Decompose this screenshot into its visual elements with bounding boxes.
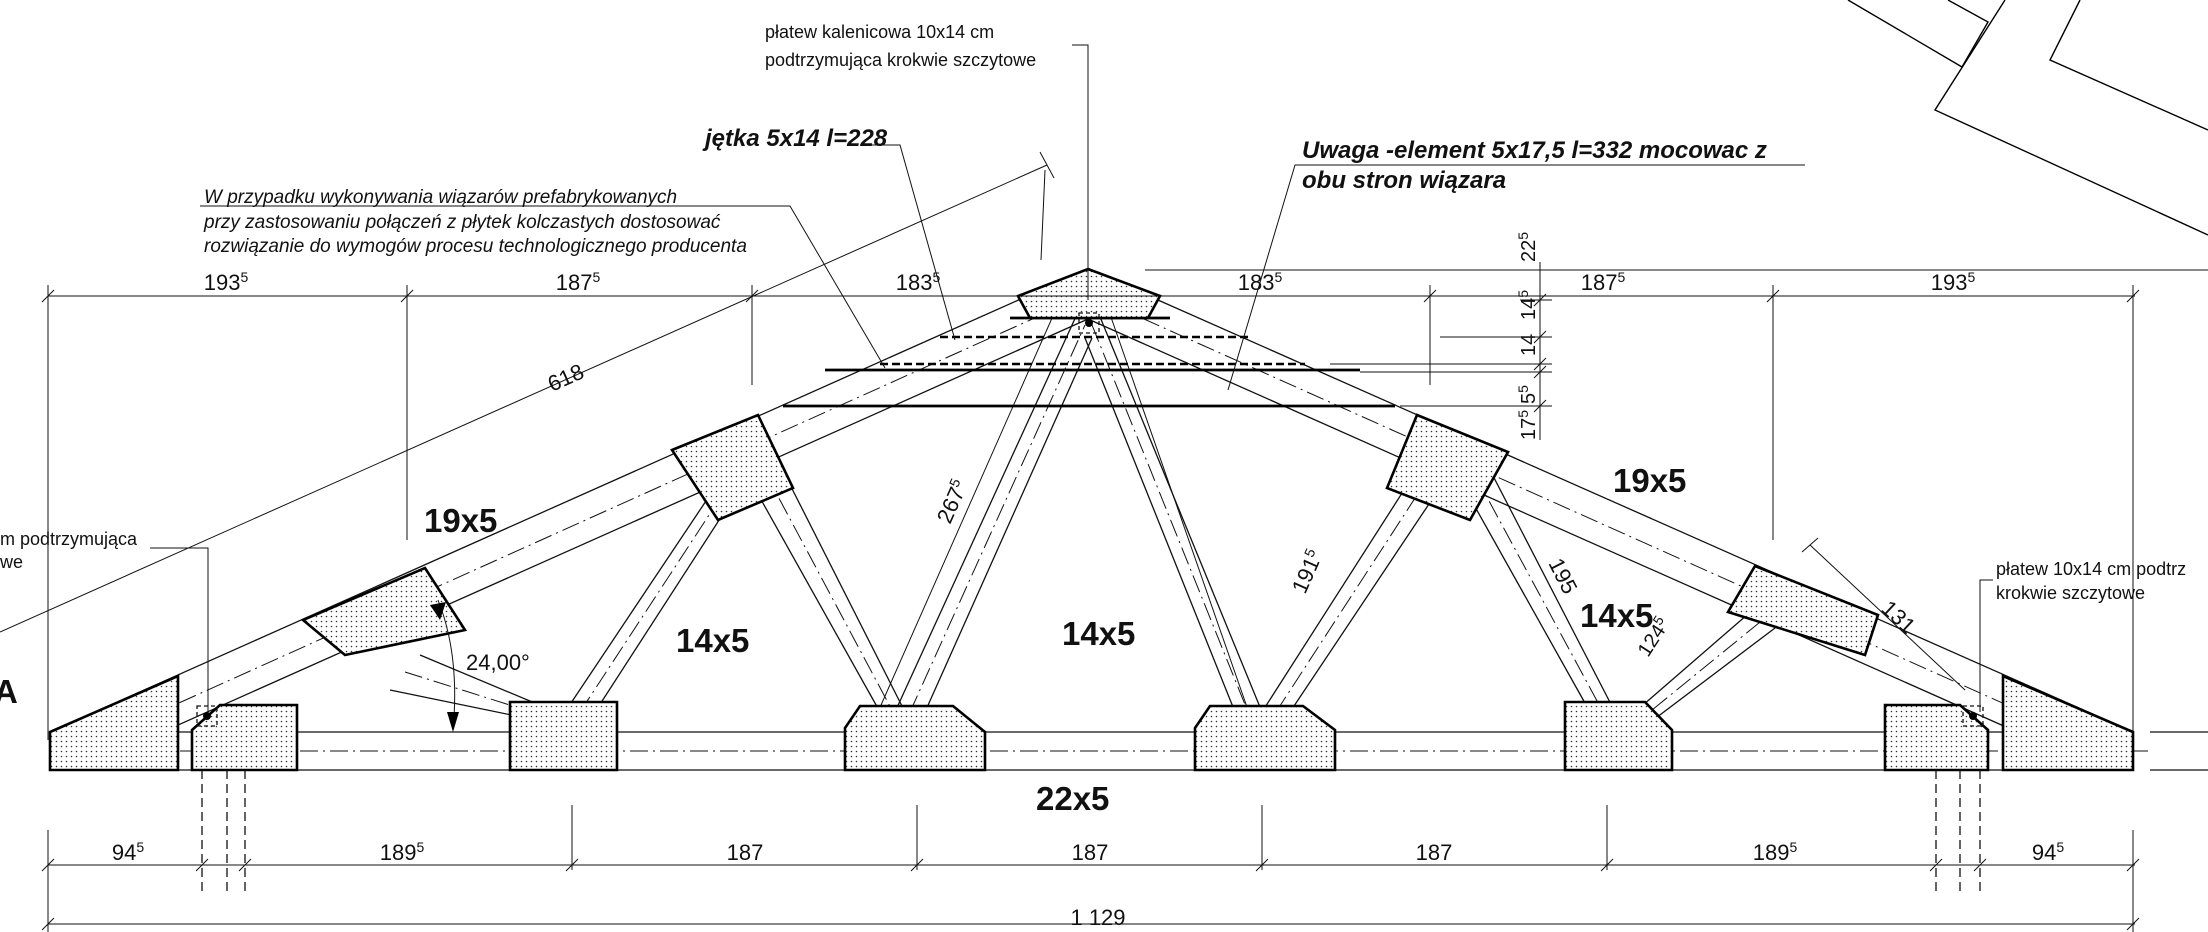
warning-note-2: obu stron wiązara [1302, 167, 1506, 194]
bottom-dim-5: 187 [1416, 840, 1453, 865]
total-length-label: 1 129 [1070, 905, 1125, 930]
plate-bottom-4 [1563, 700, 1674, 772]
bottom-chord [50, 731, 2208, 771]
plan-outline [1847, 0, 2208, 236]
rafter-length-label: 618 [544, 359, 588, 397]
plate-left-support [190, 703, 299, 772]
bottom-dim-1: 945 [112, 839, 144, 865]
plate-right-web-2 [1385, 413, 1510, 522]
collar-elements [783, 316, 1395, 408]
vertical-dim-4: 55 [1515, 385, 1540, 404]
plate-left-web-1 [300, 566, 468, 657]
plate-left-eave [48, 674, 180, 772]
plate-peak [1016, 267, 1162, 320]
top-dim-6: 1935 [1931, 269, 1976, 295]
vertical-dim-3: 14 [1518, 334, 1540, 356]
purlin-markers [196, 312, 1984, 727]
vertical-dim-1: 225 [1515, 232, 1540, 262]
plate-right-eave [2001, 674, 2135, 772]
right-purlin-note-1: płatew 10x14 cm podtrz [1996, 559, 2186, 579]
section-letter: A [0, 673, 18, 710]
plate-bottom-1 [508, 700, 619, 772]
collar-label: jętka 5x14 l=228 [702, 125, 888, 152]
annotations: płatew kalenicowa 10x14 cm podtrzymująca… [0, 22, 2186, 930]
top-dim-4: 1835 [1238, 269, 1283, 295]
vertical-dim-2: 145 [1515, 290, 1540, 320]
ridge-purlin-note-1: płatew kalenicowa 10x14 cm [765, 22, 994, 42]
ridge-purlin-note-2: podtrzymująca krokwie szczytowe [765, 50, 1036, 70]
member-web-right: 14x5 [1580, 597, 1653, 634]
top-dim-2: 1875 [556, 269, 601, 295]
prefab-note-3: rozwiązanie do wymogów procesu technolog… [204, 236, 747, 257]
web-length-right-short: 195 [1544, 554, 1583, 598]
left-purlin-note-1: m podtrzymująca [0, 529, 138, 549]
vertical-dim-5: 175 [1515, 410, 1540, 440]
angle-marker [430, 599, 459, 732]
eave-length-label: 131 [1877, 595, 1921, 638]
member-rafter-left: 19x5 [424, 502, 497, 539]
right-purlin-note-2: krokwie szczytowe [1996, 583, 2145, 603]
plate-right-web-1 [1726, 564, 1880, 657]
plate-bottom-2 [843, 704, 987, 772]
member-rafter-right: 19x5 [1613, 462, 1686, 499]
rafter-length-dimension [0, 151, 1055, 633]
rafter-right [1087, 268, 2134, 768]
support-lines [201, 770, 1981, 895]
bottom-dimension-labels: 945 1895 187 187 187 1895 945 [112, 839, 2064, 865]
plate-left-web-2 [670, 413, 795, 522]
top-dimension-line [41, 269, 2208, 740]
prefab-note-2: przy zastosowaniu połączeń z płytek kolc… [203, 212, 721, 233]
warning-note-1: Uwaga -element 5x17,5 l=332 mocowac z [1302, 137, 1767, 164]
bottom-dim-4: 187 [1072, 840, 1109, 865]
top-dim-3: 1835 [896, 269, 941, 295]
member-bottom-chord: 22x5 [1036, 780, 1109, 817]
bottom-dim-7: 945 [2032, 839, 2064, 865]
bottom-dimension-lines [41, 805, 2140, 932]
bottom-dim-6: 1895 [1753, 839, 1798, 865]
top-dim-1: 1935 [204, 269, 249, 295]
web-length-left: 2675 [931, 476, 973, 527]
web-length-right: 1915 [1286, 546, 1328, 597]
member-web-center: 14x5 [1062, 615, 1135, 652]
prefab-note-1: W przypadku wykonywania wiązarów prefabr… [204, 187, 677, 208]
plate-right-support [1883, 703, 1990, 772]
angle-label: 24,00° [466, 650, 530, 675]
bottom-dim-2: 1895 [380, 839, 425, 865]
vertical-dimension-line [1330, 262, 1552, 440]
plates [48, 267, 2135, 772]
bottom-dim-3: 187 [727, 840, 764, 865]
top-dim-5: 1875 [1581, 269, 1626, 295]
left-purlin-note-2: we [0, 552, 23, 572]
member-web-left: 14x5 [676, 622, 749, 659]
vertical-dimension-labels: 225 145 14 55 175 [1515, 232, 1540, 440]
leader-lines [150, 44, 1993, 712]
eave-dimension [1801, 537, 1966, 691]
top-dimension-labels: 1935 1875 1835 1835 1875 1935 [204, 269, 1976, 295]
plate-bottom-3 [1193, 704, 1337, 772]
